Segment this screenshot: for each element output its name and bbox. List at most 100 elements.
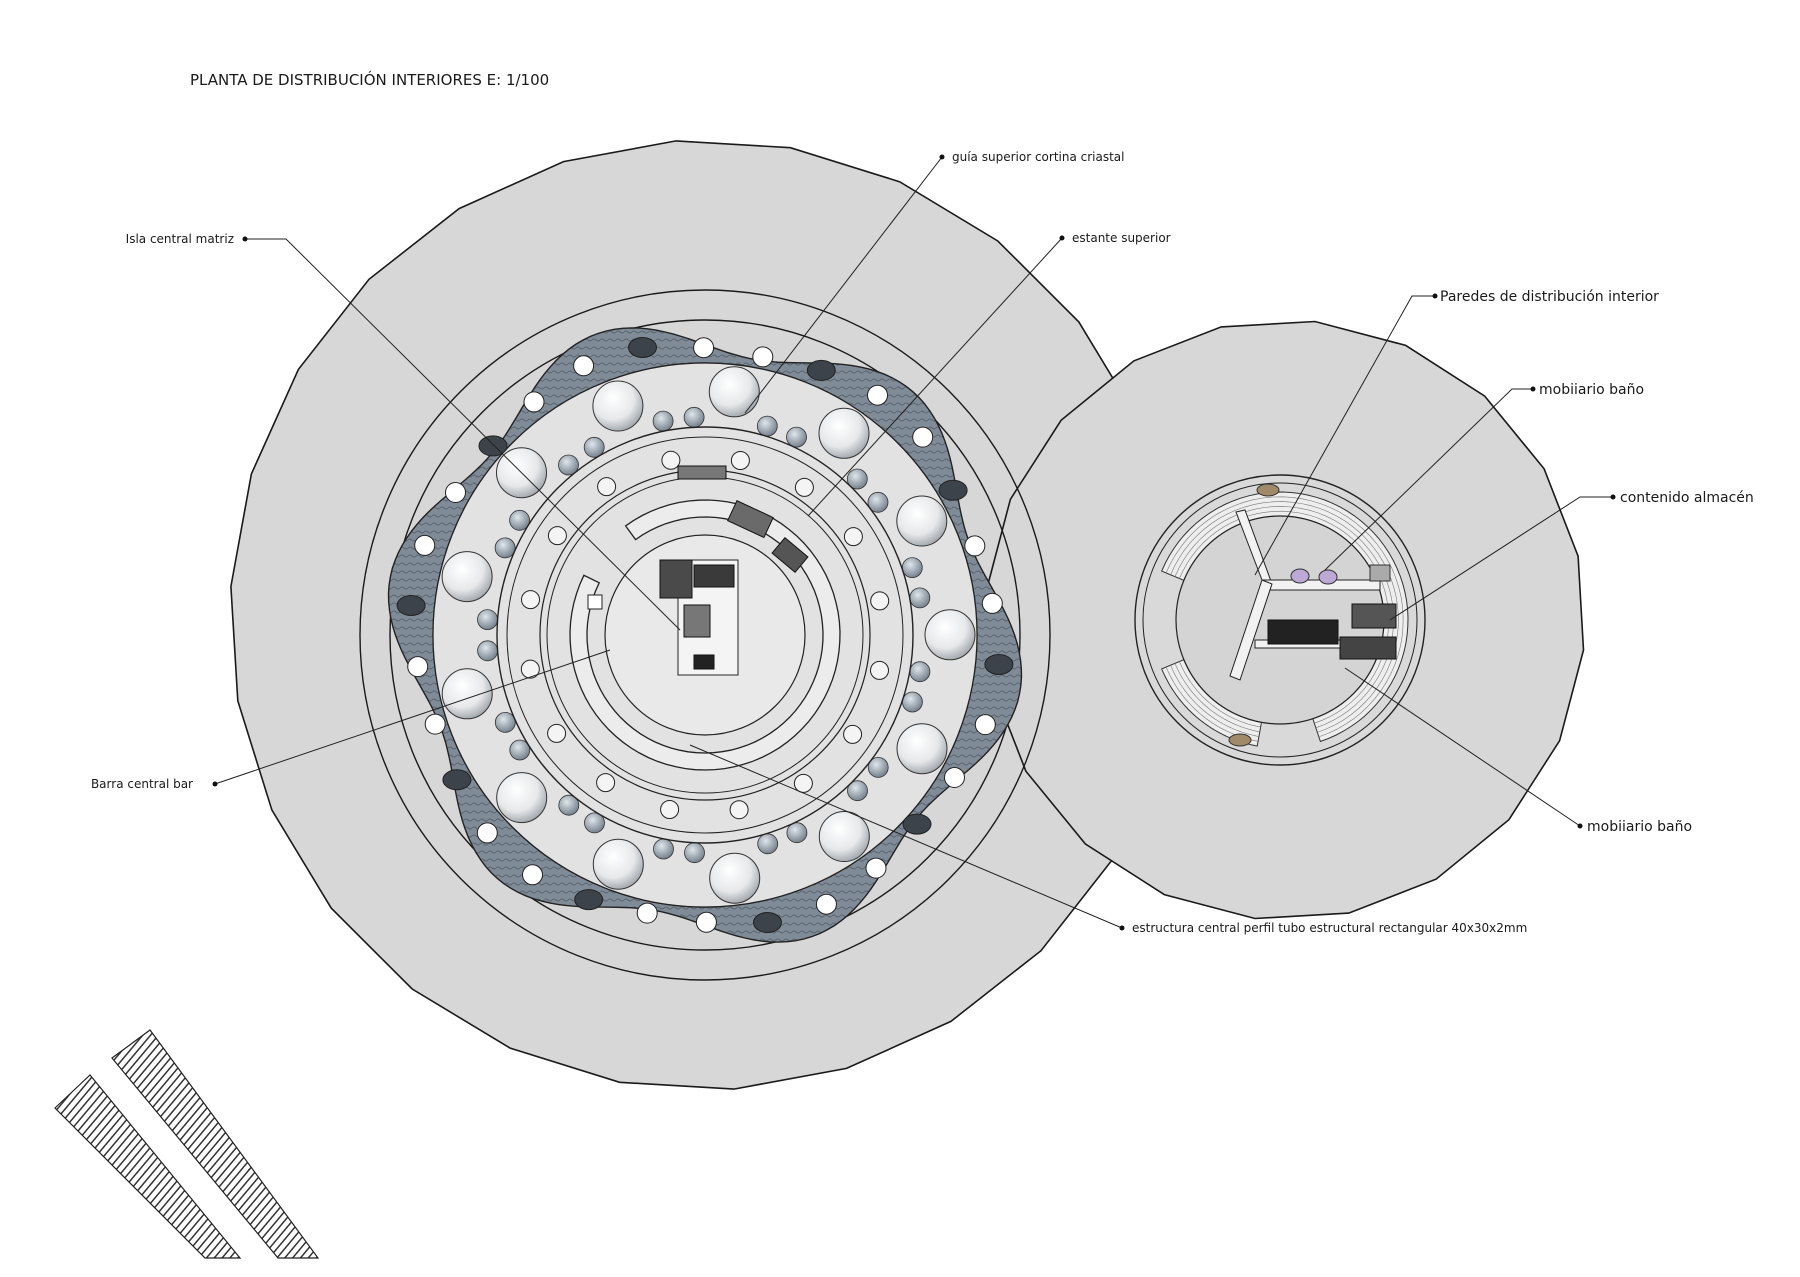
cafe-chair — [786, 822, 808, 844]
wall-opening — [938, 479, 968, 501]
storage-rack — [1339, 636, 1397, 660]
wall-opening — [523, 391, 545, 413]
wall-opening — [752, 346, 774, 368]
wall-opening — [984, 654, 1014, 675]
cafe-chair — [583, 436, 605, 458]
cafe-chair — [558, 454, 579, 476]
wall-opening — [407, 656, 429, 678]
wall-course-line — [1165, 496, 1404, 738]
service-skylight-top — [1256, 483, 1280, 497]
bar-sink — [587, 594, 603, 610]
cafe-chair — [494, 712, 516, 733]
cafe-table — [818, 811, 870, 862]
cafe-table — [709, 852, 761, 904]
bar-stool — [661, 450, 681, 470]
ramp-2 — [111, 1029, 320, 1259]
central-bar-counter — [569, 499, 841, 771]
label-isla-central-text: Isla central matriz — [126, 232, 234, 246]
wall-course-line — [1170, 665, 1259, 737]
wall-opening — [753, 912, 782, 933]
cafe-chair — [867, 757, 889, 778]
bar-stool — [547, 723, 567, 743]
label-contenido-almacen-text: contenido almacén — [1620, 490, 1754, 506]
label-barra-central-text: Barra central bar — [91, 777, 193, 791]
cafe-table — [896, 495, 948, 547]
cafe-table — [896, 723, 948, 775]
bar-stool — [521, 590, 540, 610]
wall-opening — [815, 893, 837, 915]
bar-stool — [729, 800, 749, 820]
cafe-chair — [846, 468, 868, 490]
label-paredes-distribucion: Paredes de distribución interior — [1254, 289, 1659, 576]
bar-stool — [794, 477, 814, 497]
service-outer-ring-inner — [1142, 482, 1418, 758]
bar-stool — [730, 451, 750, 470]
wall-opening — [476, 822, 498, 844]
partition-wall-3 — [1229, 579, 1273, 681]
label-estructura-central-text: estructura central perfil tubo estructur… — [1132, 921, 1527, 935]
central-island — [587, 465, 809, 676]
cafe-table — [818, 407, 870, 459]
cafe-chair — [584, 812, 605, 834]
cafe-table — [708, 366, 760, 418]
outer-table-set — [441, 366, 976, 904]
curtain-top-guide — [496, 426, 914, 844]
wall-opening — [902, 813, 932, 835]
washbasin — [1369, 564, 1391, 582]
wall-opening — [424, 713, 446, 735]
bar-stools — [520, 450, 890, 820]
cafe-table — [924, 609, 976, 661]
label-guia-superior: guía superior cortina criastal — [744, 150, 1125, 414]
cafe-chair — [477, 640, 499, 662]
wall-course-line — [1174, 506, 1394, 729]
island-appliance-1 — [659, 559, 693, 599]
bar-stool — [597, 477, 617, 497]
label-barra-central: Barra central bar — [91, 649, 611, 791]
wall-opening — [522, 864, 543, 886]
cafe-table — [496, 772, 548, 824]
cafe-chair — [509, 509, 530, 531]
wall-opening — [865, 857, 887, 879]
cafe-chair — [494, 537, 516, 559]
island-register — [693, 654, 715, 670]
cafe-chair — [757, 833, 779, 855]
cafe-table — [592, 380, 644, 432]
bar-stool — [520, 659, 540, 679]
toilet-1 — [1290, 568, 1310, 584]
wall-opening — [396, 595, 426, 616]
toilet-2 — [1318, 569, 1338, 585]
label-estante-superior: estante superior — [807, 231, 1171, 517]
service-pavilion — [1134, 474, 1426, 766]
wall-opening — [574, 889, 604, 911]
bar-stool — [596, 773, 616, 793]
outer-ring — [359, 289, 1051, 981]
cafe-table — [441, 551, 493, 603]
wall-opening — [695, 911, 717, 933]
bar-stool — [870, 660, 889, 680]
cafe-table — [592, 838, 644, 890]
bar-stool — [660, 800, 680, 819]
label-mobiliario-bano-1: mobiiario baño — [1324, 382, 1644, 571]
wall-opening — [478, 435, 508, 457]
wall-opening — [912, 426, 934, 448]
wall-opening — [964, 535, 986, 557]
service-skylight-bottom — [1228, 733, 1252, 747]
bar-appliance-top — [677, 465, 727, 480]
wall-opening — [981, 592, 1003, 614]
wall-opening — [867, 384, 888, 406]
ramp-1 — [54, 1074, 242, 1259]
cafe-chair — [558, 794, 580, 816]
main-pavilion — [359, 289, 1051, 981]
wall-course-line — [1174, 663, 1260, 733]
cafe-chair — [847, 780, 868, 802]
cafe-chair — [909, 661, 931, 683]
wall-opening — [693, 337, 715, 359]
cafe-chair — [909, 587, 931, 609]
curtain-top-guide-inner — [506, 436, 904, 834]
storage-box — [1351, 603, 1397, 629]
cafe-chair — [902, 691, 923, 713]
wall-opening — [636, 902, 658, 924]
outer-guide-ring — [389, 319, 1021, 951]
cafe-chair — [786, 426, 807, 448]
